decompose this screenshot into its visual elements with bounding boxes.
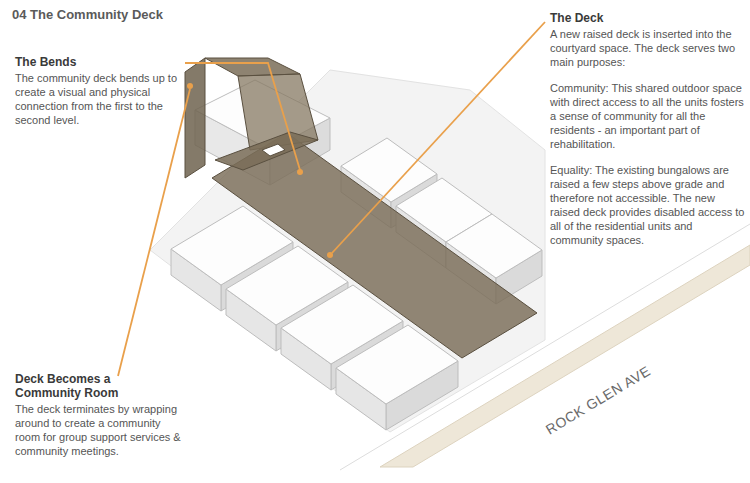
leader-dot bbox=[187, 83, 193, 89]
callout-text: The community deck bends up to create a … bbox=[15, 71, 183, 127]
bungalow-roof bbox=[336, 325, 458, 404]
leader-dot bbox=[327, 252, 333, 258]
leader-dot bbox=[297, 169, 303, 175]
callout-heading: The Bends bbox=[15, 55, 175, 69]
community-room-wall bbox=[185, 58, 205, 178]
diagram-title: 04 The Community Deck bbox=[12, 7, 163, 22]
upper-deck bbox=[205, 58, 300, 76]
site-ground bbox=[150, 70, 545, 432]
leader-line bbox=[185, 63, 300, 170]
callout-text: The deck terminates by wrapping around t… bbox=[15, 402, 185, 458]
leader-line bbox=[332, 22, 545, 253]
callout-text: Community: This shared outdoor space wit… bbox=[550, 81, 745, 151]
leader-line bbox=[118, 89, 190, 376]
mid-deck bbox=[215, 132, 318, 170]
callout-heading: Deck Becomes a Community Room bbox=[15, 372, 140, 400]
street-name: ROCK GLEN AVE bbox=[543, 362, 653, 437]
callout-heading: The Deck bbox=[550, 11, 745, 25]
deck-opening bbox=[262, 144, 285, 156]
callout-text: A new raised deck is inserted into the c… bbox=[550, 27, 745, 69]
callout-text: Equality: The existing bungalows are rai… bbox=[550, 163, 745, 247]
